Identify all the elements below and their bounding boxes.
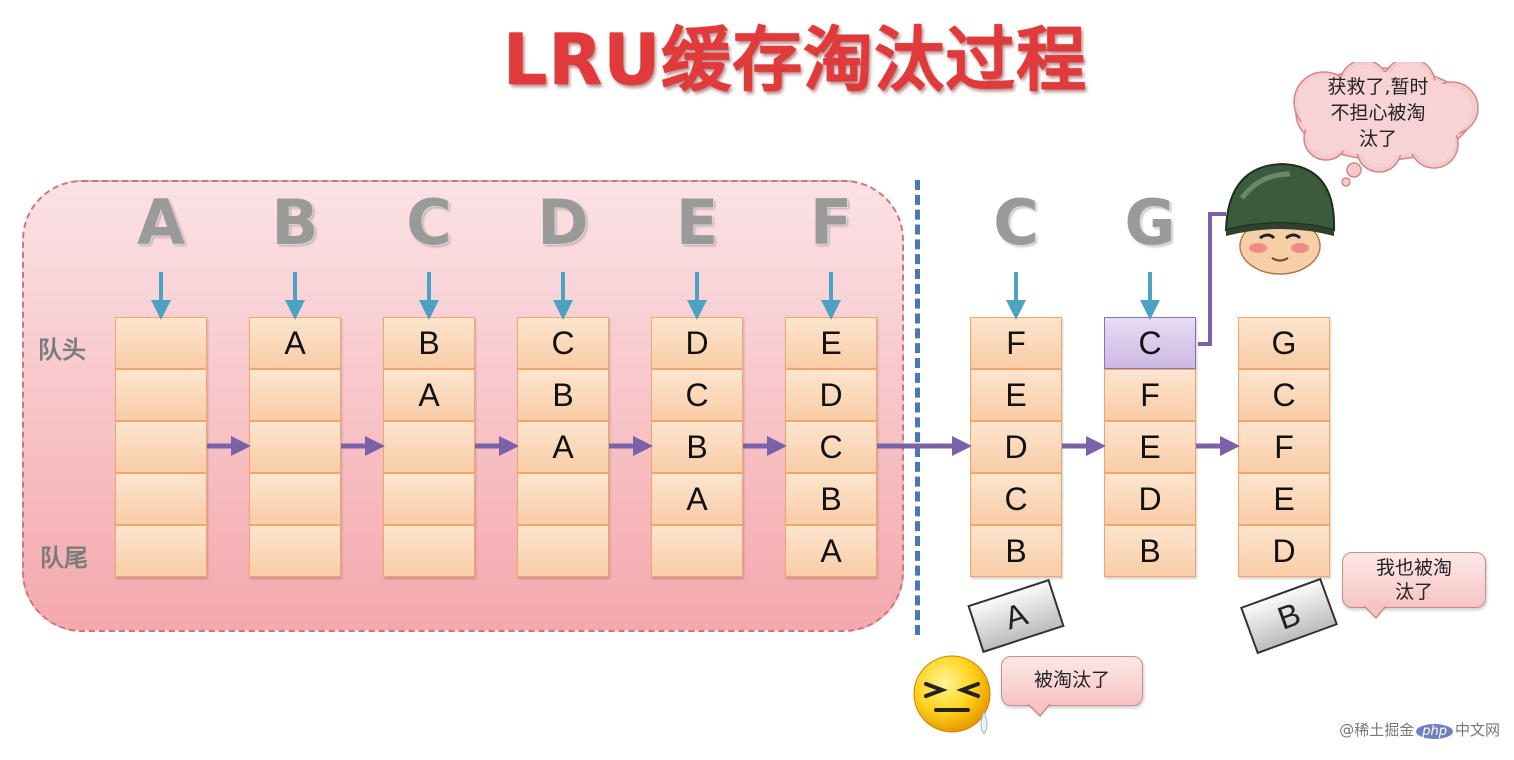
input-letter-1: B [271,186,319,259]
watermark-prefix: @稀土掘金 [1339,721,1415,739]
queue-cell [115,421,207,473]
queue-stack-0 [115,317,207,577]
evicted-card-a-label: A [1000,595,1032,637]
input-letter-0: A [137,186,185,259]
evicted-b-line-2: 汰了 [1394,581,1433,603]
rescued-line-1: 获救了,暂时 [1327,76,1429,98]
queue-cell [115,525,207,577]
queue-cell [383,473,475,525]
queue-head-label: 队头 [38,336,86,364]
queue-cell [383,525,475,577]
sweat-face-icon [913,655,991,735]
rescued-line-2: 不担心被淘 [1330,102,1426,124]
queue-cell: B [517,369,609,421]
queue-cell: F [1104,369,1196,421]
queue-cell: E [970,369,1062,421]
input-letter-3: D [537,186,589,259]
rescued-line-3: 汰了 [1358,128,1397,150]
evicted-b-line-1: 我也被淘 [1375,557,1452,579]
php-logo-icon: php [1416,724,1453,739]
queue-cell: A [785,525,877,577]
queue-cell: B [651,421,743,473]
queue-cell: D [970,421,1062,473]
queue-cell [517,525,609,577]
queue-cell: E [1104,421,1196,473]
queue-cell: A [383,369,475,421]
evicted-a-bubble-tail [1028,704,1051,718]
queue-cell: E [785,317,877,369]
queue-cell: C [970,473,1062,525]
helmet-face-icon [1224,162,1336,275]
queue-cell [115,473,207,525]
evicted-b-bubble: 我也被淘 汰了 [1342,552,1486,608]
queue-cell: D [1238,525,1330,577]
queue-cell [383,421,475,473]
queue-cell: C [651,369,743,421]
queue-cell [249,421,341,473]
queue-tail-label: 队尾 [40,544,88,572]
evicted-a-text: 被淘汰了 [1033,669,1110,691]
queue-cell: B [785,473,877,525]
watermark-suffix: 中文网 [1454,721,1500,739]
input-letter-6: C [993,186,1039,259]
rescued-link-line [1198,212,1226,346]
queue-cell: A [651,473,743,525]
phase-divider [915,180,920,635]
queue-stack-1: A [249,317,341,577]
queue-cell: F [1238,421,1330,473]
evicted-a-bubble: 被淘汰了 [1001,656,1143,706]
input-letter-4: E [675,186,719,259]
queue-cell [249,525,341,577]
input-letter-5: F [809,186,853,259]
queue-cell [115,369,207,421]
thought-cloud-icon [1293,62,1479,187]
evicted-b-bubble-tail [1364,606,1387,620]
queue-cell [249,369,341,421]
queue-cell [249,473,341,525]
queue-cell [115,317,207,369]
queue-cell: C [1238,369,1330,421]
rescued-thought: 获救了,暂时 不担心被淘 汰了 [1303,74,1453,152]
queue-cell: B [970,525,1062,577]
queue-cell: G [1238,317,1330,369]
queue-cell: F [970,317,1062,369]
queue-cell: B [383,317,475,369]
queue-cell: C [785,421,877,473]
input-letter-2: C [406,186,452,259]
queue-cell: D [1104,473,1196,525]
queue-cell: D [785,369,877,421]
queue-cell: A [517,421,609,473]
queue-cell [517,473,609,525]
queue-cell: C [517,317,609,369]
queue-cell [651,525,743,577]
queue-cell: A [249,317,341,369]
diagram-title: LRU缓存淘汰过程 [502,19,1088,101]
queue-cell: B [1104,525,1196,577]
input-letter-7: G [1124,186,1176,259]
evicted-card-b-label: B [1272,595,1306,637]
queue-cell: E [1238,473,1330,525]
queue-cell: D [651,317,743,369]
